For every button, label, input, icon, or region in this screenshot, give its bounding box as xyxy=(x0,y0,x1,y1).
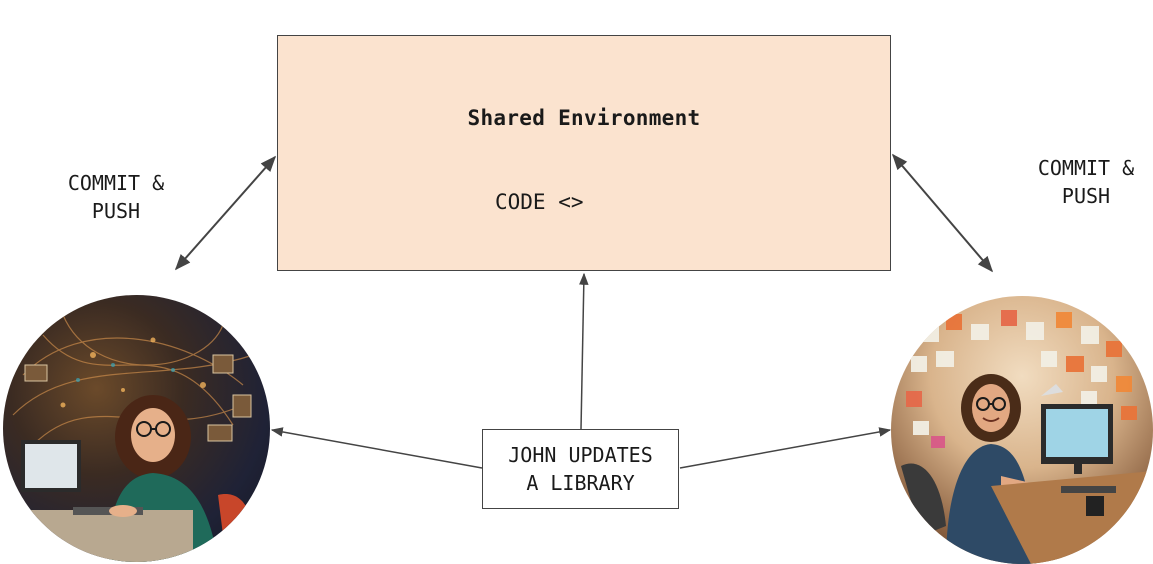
developer-right-illustration xyxy=(901,310,1153,564)
update-to-right-arrow xyxy=(679,427,892,469)
left-label-line2: PUSH xyxy=(91,199,141,223)
code-label: CODE <> xyxy=(495,190,584,214)
right-commit-push-label: COMMIT & PUSH xyxy=(1016,154,1153,210)
update-line2: A LIBRARY xyxy=(526,471,635,495)
john-updates-library-box: JOHN UPDATES A LIBRARY xyxy=(482,429,679,509)
left-commit-arrow xyxy=(174,155,277,271)
shared-environment-title: Shared Environment xyxy=(467,106,701,130)
left-label-line1: COMMIT & xyxy=(67,171,165,195)
update-to-env-arrow xyxy=(578,272,589,430)
developer-avatar-right xyxy=(891,296,1153,564)
shared-environment-box: Shared Environment CODE <> xyxy=(277,35,891,271)
right-label-line2: PUSH xyxy=(1061,184,1111,208)
right-commit-arrow xyxy=(891,153,994,273)
left-commit-push-label: COMMIT & PUSH xyxy=(46,169,186,225)
update-to-left-arrow xyxy=(270,427,483,469)
update-line1: JOHN UPDATES xyxy=(508,443,653,467)
right-label-line1: COMMIT & xyxy=(1037,156,1135,180)
